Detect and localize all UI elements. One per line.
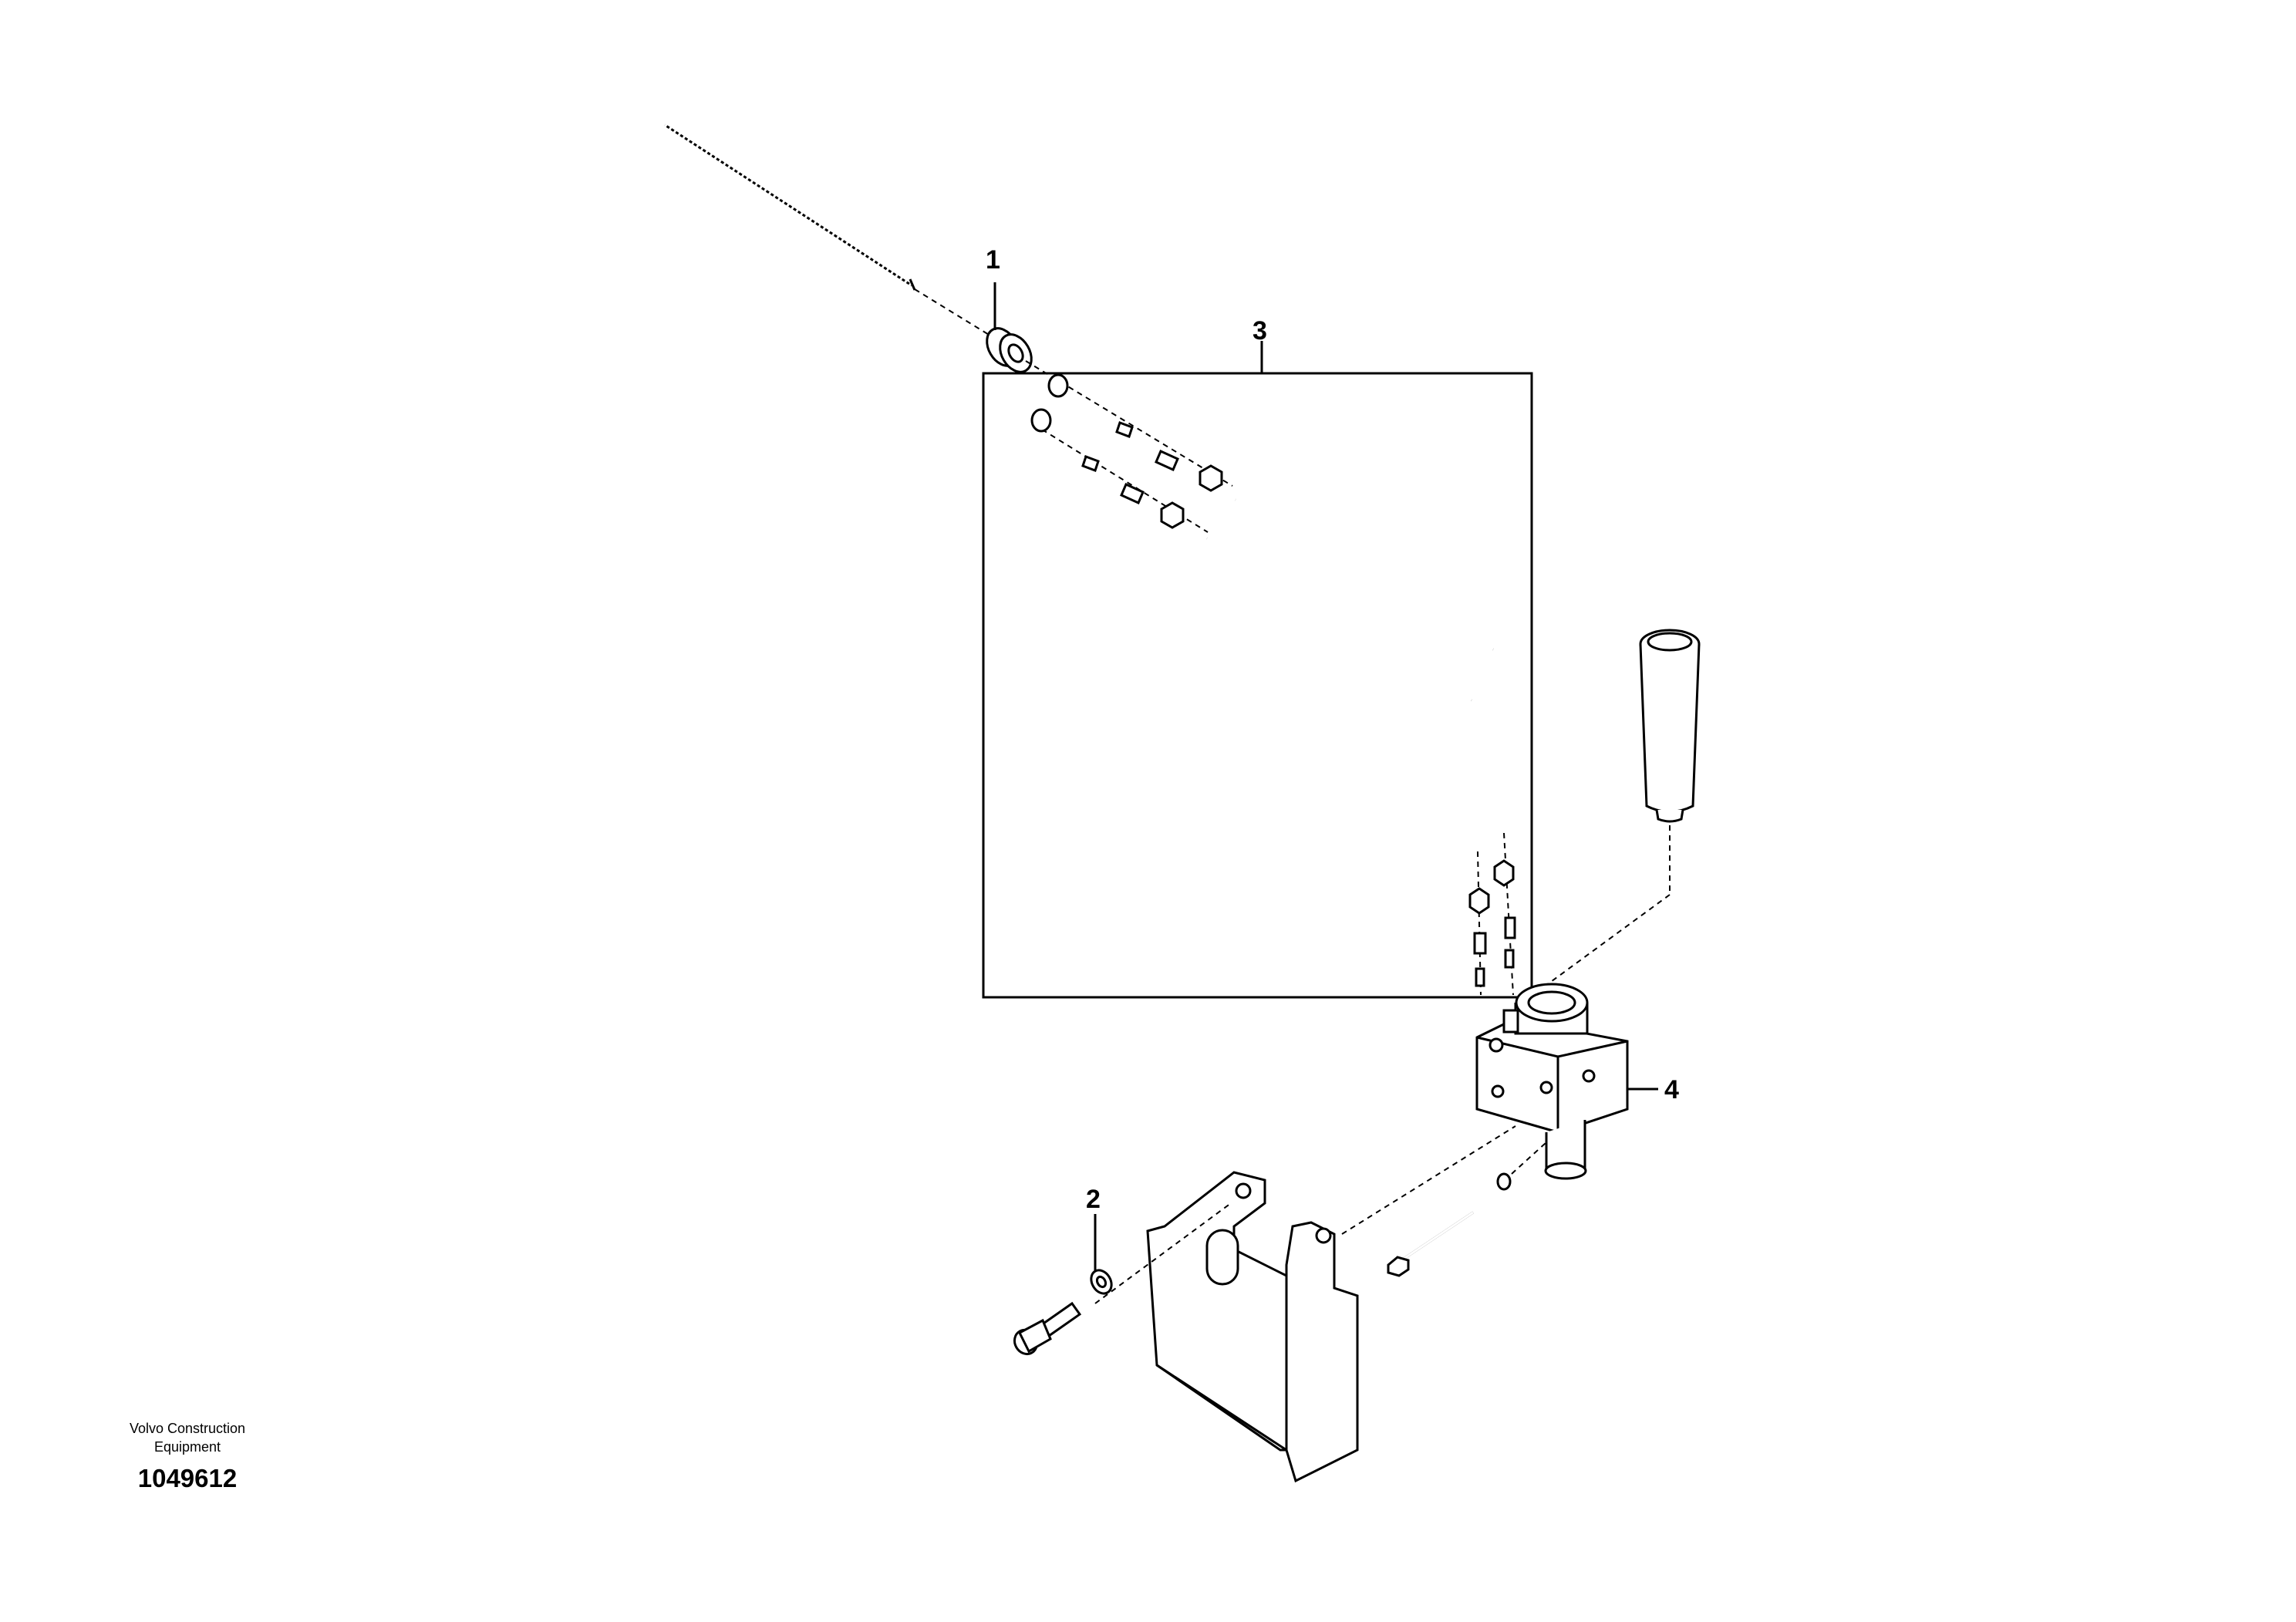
long-bolt [1387, 1142, 1546, 1277]
threaded-rod [663, 123, 916, 291]
washer-part [1090, 1269, 1113, 1295]
callout-4: 4 [1664, 1075, 1679, 1104]
brand-line-2: Equipment [153, 1439, 221, 1455]
leader-rod-to-grommet [914, 288, 997, 340]
leader-block-to-bracket [1341, 1125, 1516, 1235]
callout-3: 3 [1253, 316, 1267, 346]
cap-screw [1013, 1301, 1082, 1356]
callout-1: 1 [986, 245, 1000, 275]
sensor-cylinder [1545, 629, 1701, 986]
brand-line-1: Volvo Construction [129, 1421, 246, 1436]
leader-screw-to-bracket [1094, 1202, 1232, 1304]
fittings-row-lower [1030, 408, 1473, 703]
fittings-row-upper [1025, 360, 1495, 652]
document-number: 1049612 [137, 1464, 238, 1492]
grommet-part [986, 327, 1033, 373]
mounting-bracket [1146, 1171, 1359, 1483]
valve-block-part [1475, 983, 1629, 1180]
kit-frame [982, 372, 1533, 999]
tube-bends [1470, 647, 1511, 852]
fittings-lower-vertical [1468, 832, 1516, 996]
callout-2: 2 [1086, 1185, 1101, 1214]
brand-label: Volvo Construction Equipment [91, 1419, 284, 1456]
